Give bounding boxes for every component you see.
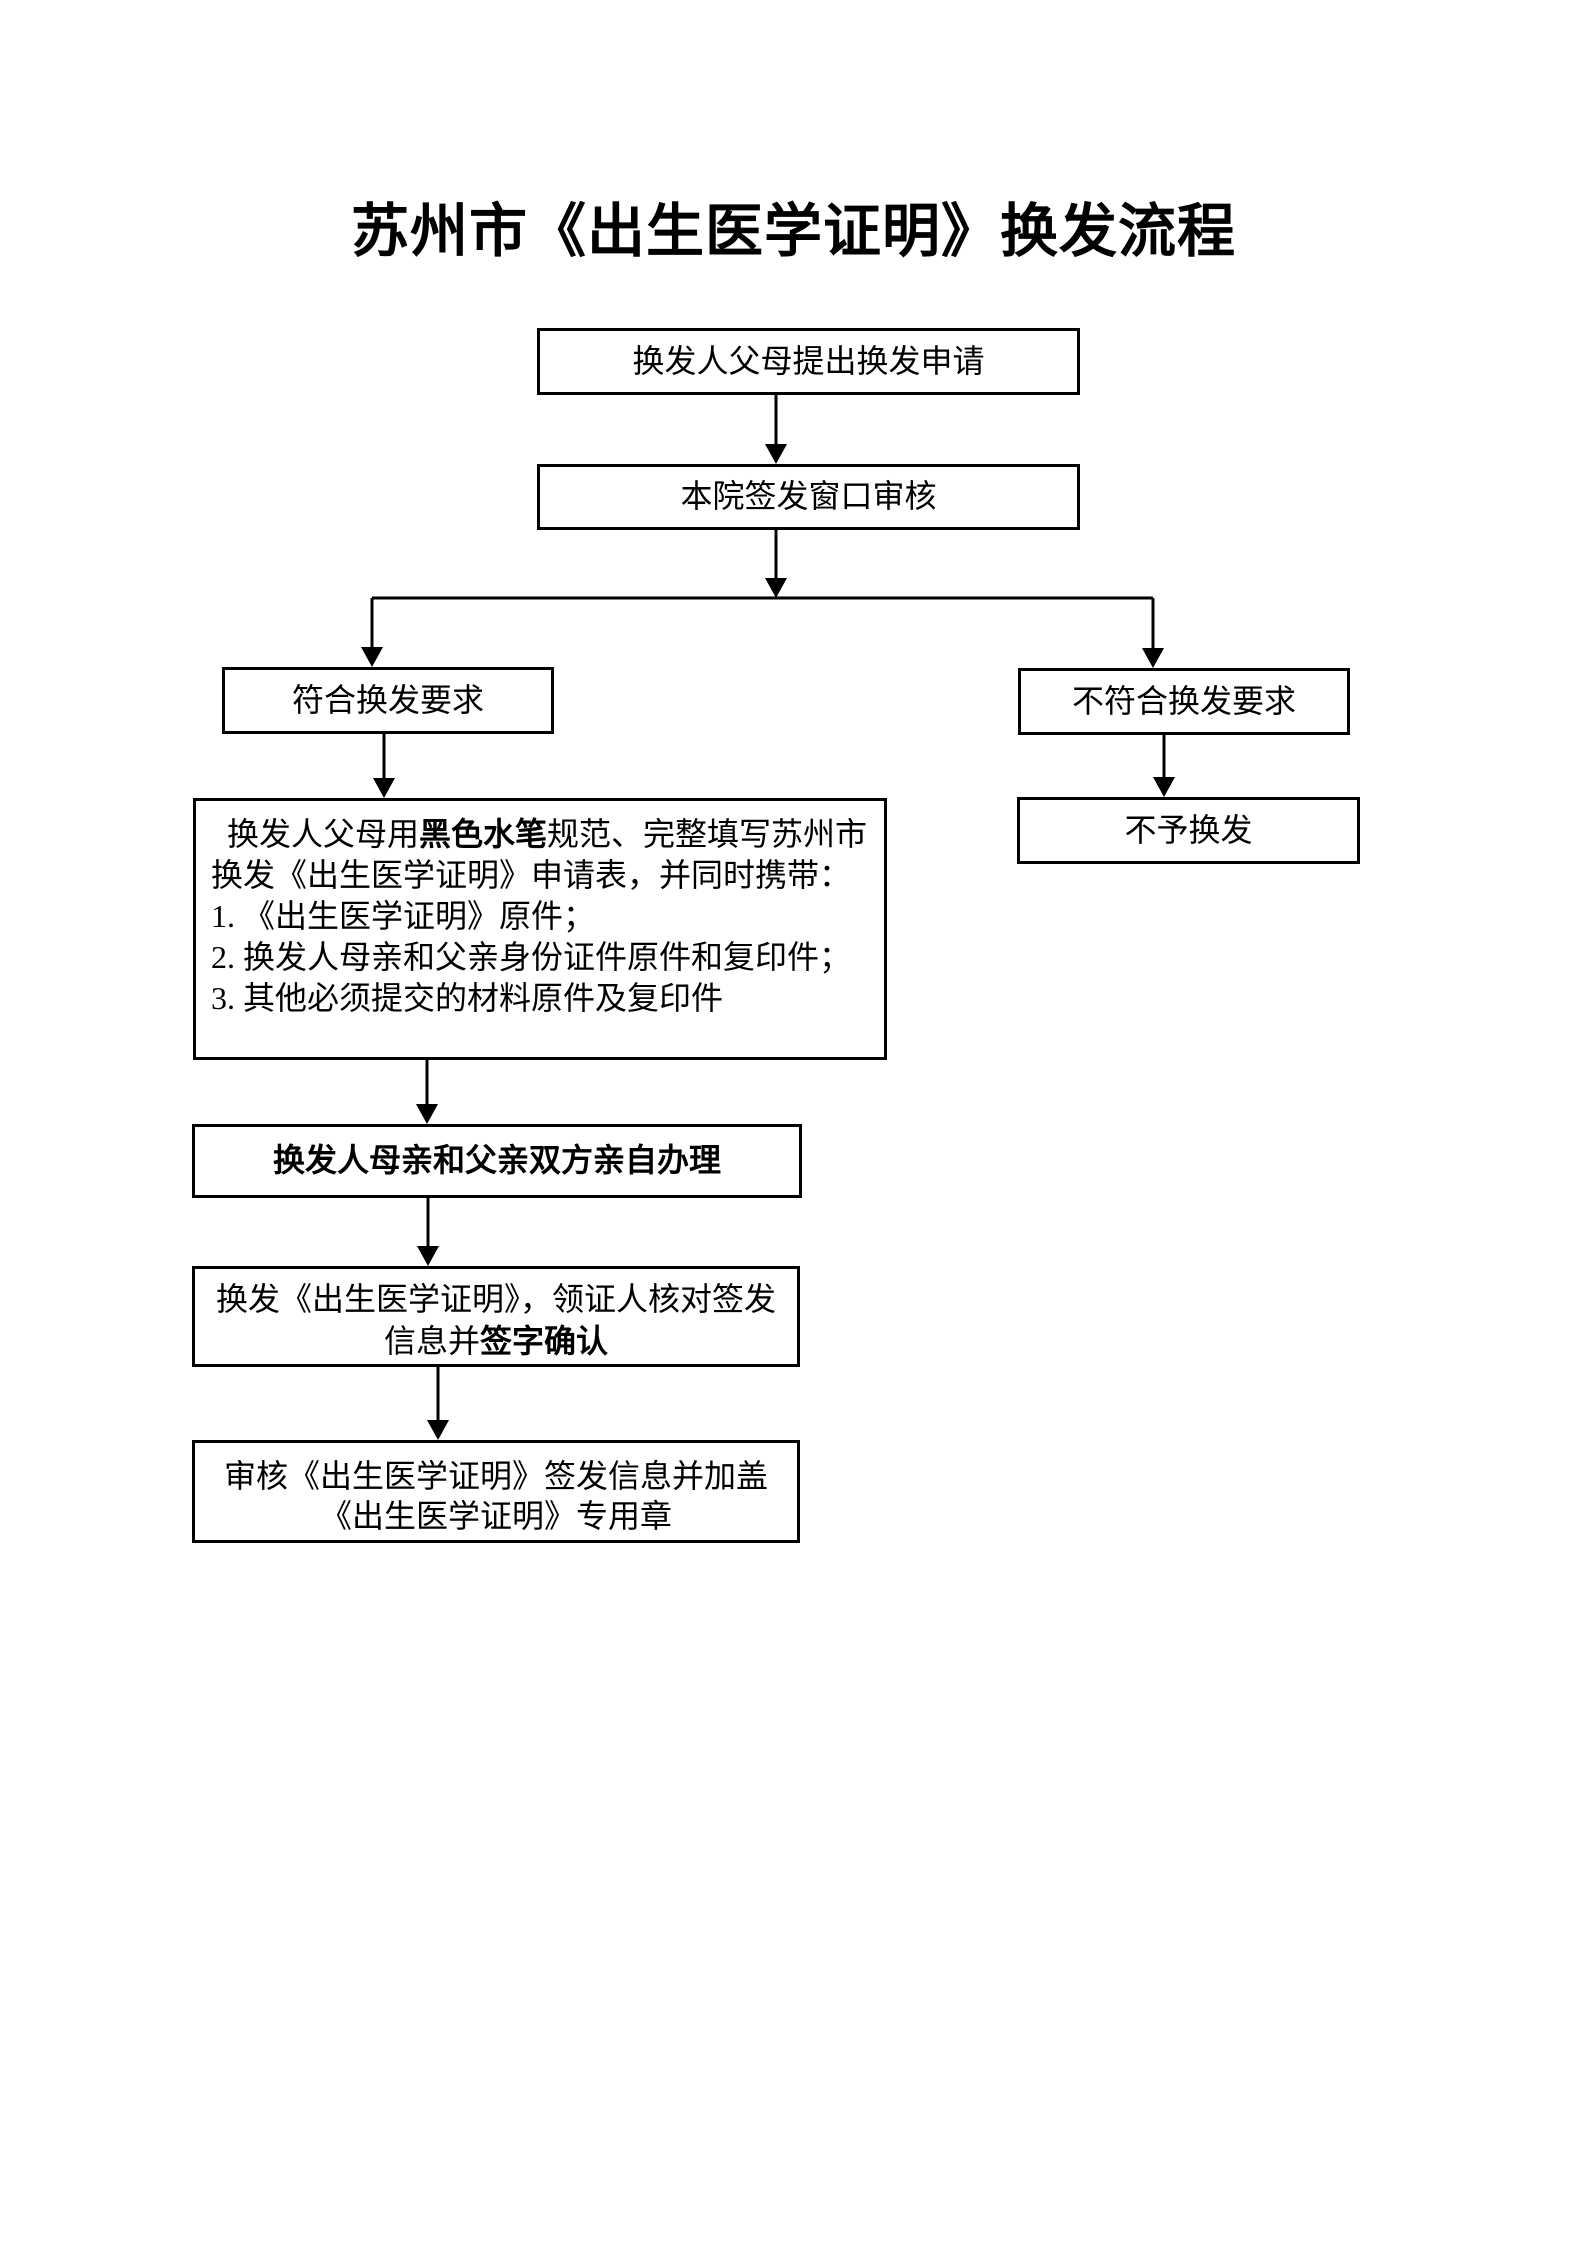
- node-materials-required: 换发人父母用黑色水笔规范、完整填写苏州市 换发《出生医学证明》申请表，并同时携带…: [193, 798, 887, 1060]
- seal-line-2: 《出生医学证明》专用章: [319, 1498, 672, 1534]
- arrowhead-review-branch: [765, 578, 787, 598]
- materials-line1-pre: 换发人父母用: [227, 816, 420, 852]
- node-verify-and-sign: 换发《出生医学证明》，领证人核对签发 信息并签字确认: [192, 1266, 800, 1367]
- arrowhead-materials-inperson: [416, 1104, 438, 1124]
- materials-item-3: 3. 其他必须提交的材料原件及复印件: [211, 980, 724, 1016]
- arrowhead-branch-unqualified: [1142, 648, 1164, 668]
- materials-line1-bold: 黑色水笔: [419, 816, 548, 852]
- node-no-reissue-label: 不予换发: [1124, 811, 1253, 848]
- confirm-line2-bold: 签字确认: [480, 1323, 609, 1359]
- confirm-line2-pre: 信息并: [383, 1323, 480, 1359]
- materials-line1-post: 规范、完整填写苏州市: [547, 816, 868, 852]
- node-both-parents-in-person: 换发人母亲和父亲双方亲自办理: [192, 1124, 802, 1198]
- arrowhead-unqualified-noreissue: [1153, 777, 1175, 797]
- node-both-parents-in-person-label: 换发人母亲和父亲双方亲自办理: [272, 1142, 721, 1179]
- node-window-review: 本院签发窗口审核: [537, 464, 1080, 530]
- node-meets-requirements: 符合换发要求: [222, 667, 554, 734]
- node-meets-requirements-label: 符合换发要求: [291, 681, 484, 718]
- node-apply-request-label: 换发人父母提出换发申请: [632, 342, 985, 379]
- node-audit-and-stamp: 审核《出生医学证明》签发信息并加盖 《出生医学证明》专用章: [192, 1440, 800, 1543]
- node-no-reissue: 不予换发: [1017, 797, 1360, 864]
- arrowhead-apply-review: [765, 444, 787, 464]
- materials-item-1: 1. 《出生医学证明》原件；: [211, 898, 596, 934]
- materials-item-2: 2. 换发人母亲和父亲身份证件原件和复印件；: [211, 939, 852, 975]
- node-window-review-label: 本院签发窗口审核: [680, 478, 937, 515]
- node-apply-request: 换发人父母提出换发申请: [537, 328, 1080, 395]
- seal-line-1: 审核《出生医学证明》签发信息并加盖: [223, 1458, 768, 1494]
- arrowhead-confirm-seal: [427, 1420, 449, 1440]
- arrowhead-qualified-materials: [373, 778, 395, 798]
- materials-line-1: 换发人父母用黑色水笔规范、完整填写苏州市: [211, 814, 869, 855]
- arrowhead-inperson-confirm: [417, 1246, 439, 1266]
- node-not-meets-requirements-label: 不符合换发要求: [1071, 682, 1296, 719]
- confirm-line-2: 信息并签字确认: [195, 1320, 797, 1362]
- materials-line-2: 换发《出生医学证明》申请表，并同时携带：: [211, 857, 852, 893]
- confirm-line-1: 换发《出生医学证明》，领证人核对签发: [215, 1281, 776, 1317]
- node-not-meets-requirements: 不符合换发要求: [1018, 668, 1350, 735]
- page-title: 苏州市《出生医学证明》换发流程: [350, 199, 1236, 264]
- arrowhead-branch-qualified: [361, 647, 383, 667]
